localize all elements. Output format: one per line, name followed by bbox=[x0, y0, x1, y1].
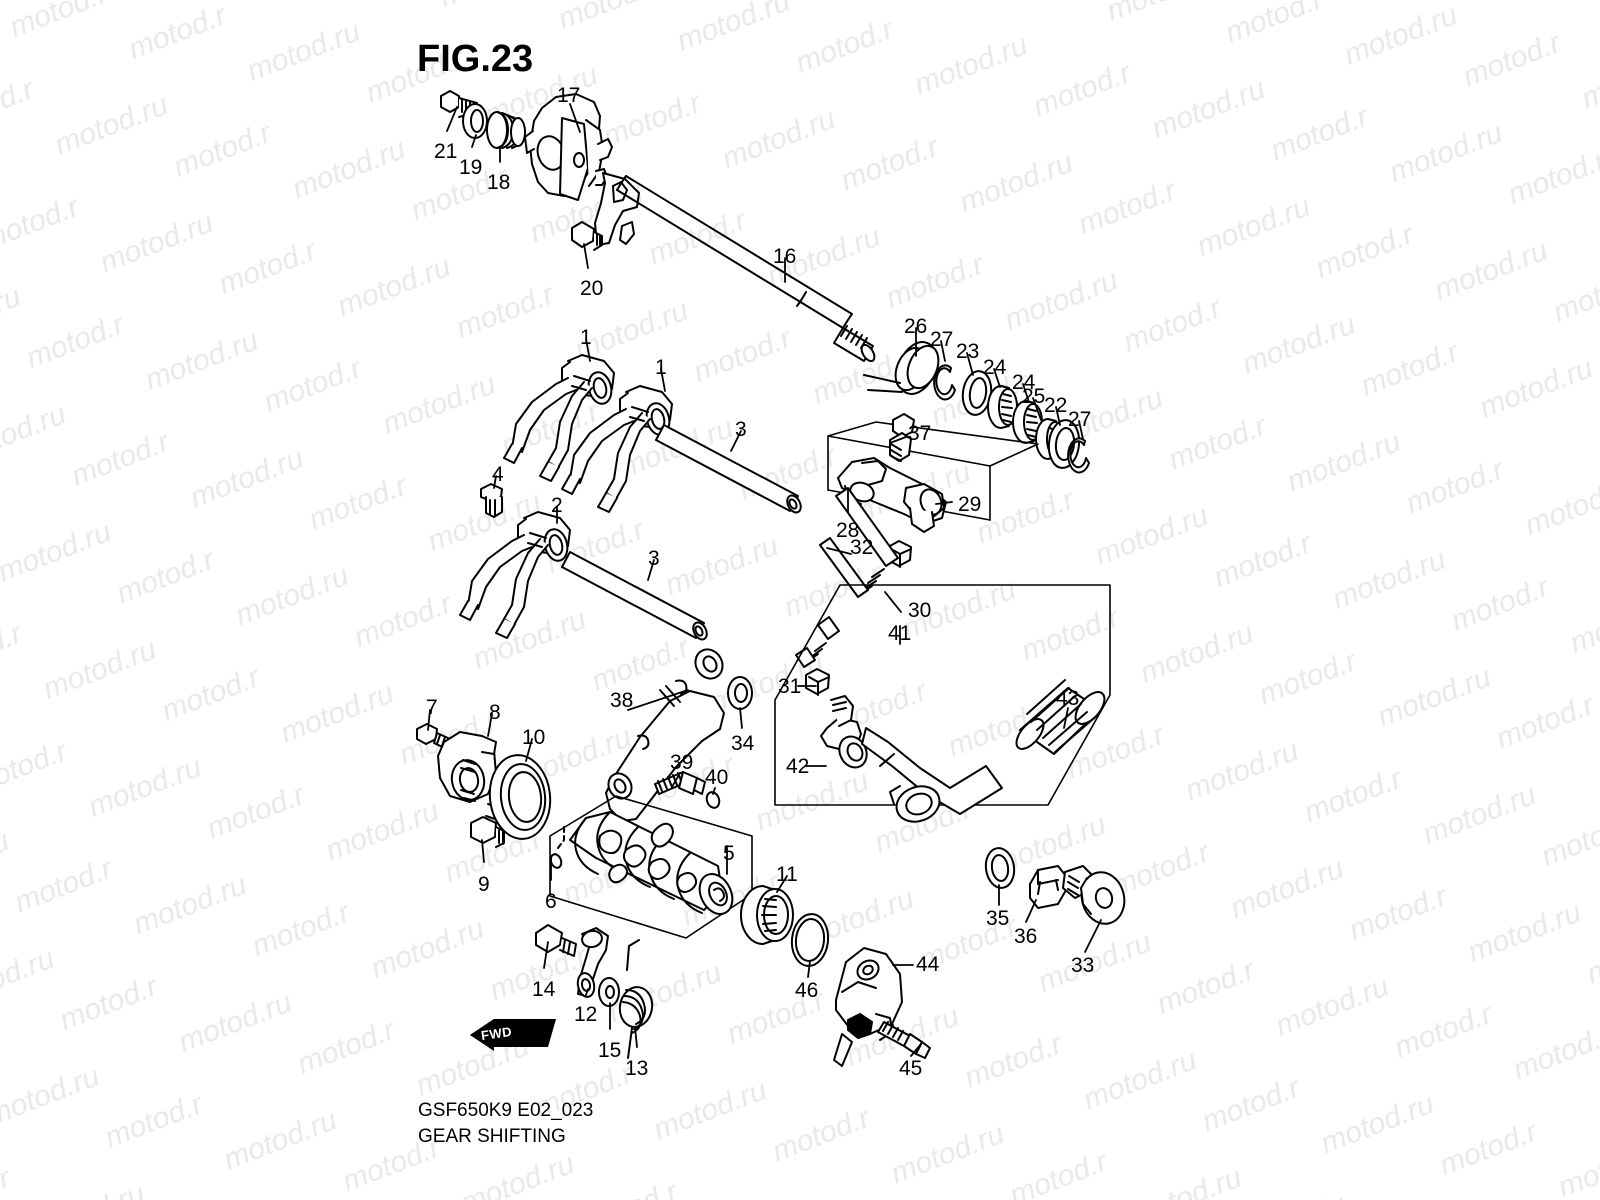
callout-1a: 1 bbox=[580, 326, 592, 349]
figure-title: FIG.23 bbox=[417, 38, 534, 80]
callout-16: 16 bbox=[773, 245, 797, 268]
callout-12: 12 bbox=[574, 1003, 598, 1026]
callout-32: 32 bbox=[850, 536, 874, 559]
callout-6: 6 bbox=[545, 890, 557, 913]
callout-21: 21 bbox=[434, 140, 458, 163]
callout-29: 29 bbox=[958, 493, 982, 516]
callout-5: 5 bbox=[723, 842, 735, 865]
callout-37: 37 bbox=[908, 422, 932, 445]
callout-24a: 24 bbox=[983, 356, 1007, 379]
callout-19: 19 bbox=[459, 156, 483, 179]
callout-14: 14 bbox=[532, 978, 556, 1001]
callout-22: 22 bbox=[1044, 394, 1068, 417]
callout-42: 42 bbox=[786, 755, 810, 778]
callout-38: 38 bbox=[610, 689, 634, 712]
callout-40: 40 bbox=[705, 766, 729, 789]
callout-3b: 3 bbox=[648, 547, 660, 570]
callout-27b: 27 bbox=[1068, 408, 1092, 431]
callout-43: 43 bbox=[1056, 687, 1080, 710]
callout-4: 4 bbox=[492, 463, 504, 486]
caption-section-name: GEAR SHIFTING bbox=[418, 1126, 566, 1147]
callout-34: 34 bbox=[731, 732, 755, 755]
callout-1b: 1 bbox=[655, 356, 667, 379]
callout-25: 25 bbox=[1022, 385, 1046, 408]
callout-18: 18 bbox=[487, 171, 511, 194]
callout-36: 36 bbox=[1014, 925, 1038, 948]
callout-41: 41 bbox=[888, 622, 912, 645]
callout-20: 20 bbox=[580, 277, 604, 300]
fwd-marker-text: FWD bbox=[480, 1023, 514, 1044]
callout-3a: 3 bbox=[735, 418, 747, 441]
callout-17: 17 bbox=[557, 84, 581, 107]
callout-44: 44 bbox=[916, 953, 940, 976]
callout-39: 39 bbox=[670, 751, 694, 774]
callout-11: 11 bbox=[776, 863, 798, 886]
callout-26: 26 bbox=[904, 315, 928, 338]
callout-9: 9 bbox=[478, 873, 490, 896]
callout-35: 35 bbox=[986, 907, 1010, 930]
callout-31: 31 bbox=[778, 675, 802, 698]
callout-46: 46 bbox=[795, 979, 819, 1002]
callout-7: 7 bbox=[426, 696, 438, 719]
callout-10: 10 bbox=[522, 726, 546, 749]
caption-model-code: GSF650K9 E02_023 bbox=[418, 1100, 594, 1121]
callout-33: 33 bbox=[1071, 954, 1095, 977]
callout-8: 8 bbox=[489, 701, 501, 724]
callout-13: 13 bbox=[625, 1057, 649, 1080]
callout-23: 23 bbox=[956, 340, 980, 363]
callout-30: 30 bbox=[908, 599, 932, 622]
callout-27a: 27 bbox=[930, 328, 954, 351]
callout-45: 45 bbox=[899, 1057, 923, 1080]
callout-2: 2 bbox=[551, 494, 563, 517]
callout-15: 15 bbox=[598, 1039, 622, 1062]
